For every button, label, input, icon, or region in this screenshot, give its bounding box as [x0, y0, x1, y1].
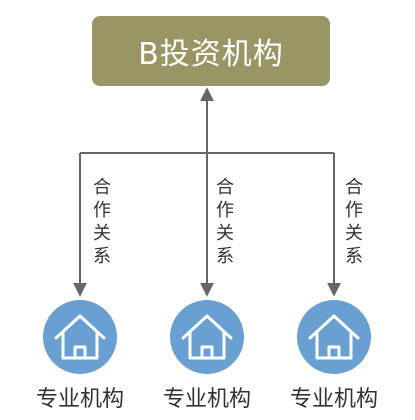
top-node-b-investment: B投资机构 — [92, 16, 330, 86]
node-circle-2 — [170, 300, 244, 374]
node-label-2: 专业机构 — [162, 387, 251, 412]
house-icon — [308, 314, 360, 360]
house-icon — [181, 314, 233, 360]
relation-label-2: 合 作 关 系 — [216, 177, 234, 267]
node-circle-3 — [297, 300, 371, 374]
top-node-label: B投资机构 — [138, 37, 284, 72]
node-circle-1 — [43, 300, 117, 374]
node-label-1: 专业机构 — [35, 387, 124, 412]
relation-label-3: 合 作 关 系 — [345, 177, 363, 267]
relation-label-1: 合 作 关 系 — [93, 177, 111, 267]
house-icon — [54, 314, 106, 360]
node-label-3: 专业机构 — [289, 387, 378, 412]
